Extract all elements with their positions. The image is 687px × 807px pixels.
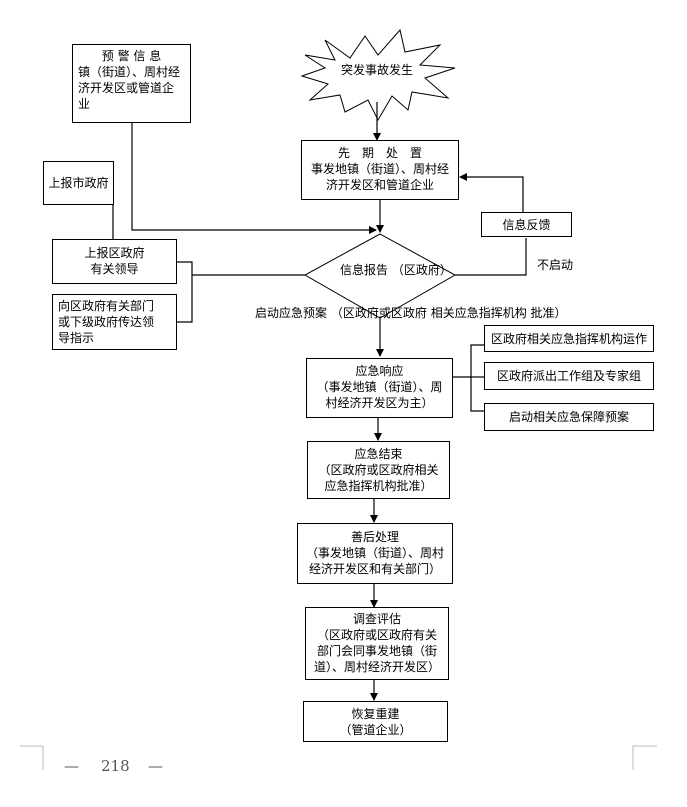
- report-city-label: 上报市政府: [48, 176, 109, 190]
- edge-feedback-to-initial: [459, 173, 524, 212]
- info-report-title: 信息报告: [340, 263, 389, 277]
- report-district-box: 上报区政府 有关领导: [52, 239, 177, 284]
- accident-starburst: [300, 28, 456, 122]
- initial-response-box: 先 期 处 置 事发地镇（街道）、周村经 济开发区和管道企业: [301, 140, 459, 200]
- footer-dash-right: —: [148, 757, 163, 775]
- edge-warning-to-report: [131, 122, 377, 234]
- initial-response-line: 济开发区和管道企业: [325, 178, 434, 192]
- recovery-title: 恢复重建: [351, 707, 400, 721]
- aftermath-title: 善后处理: [350, 530, 399, 544]
- recovery-box: 恢复重建 （管道企业）: [303, 701, 448, 742]
- report-district-line: 上报区政府: [84, 246, 145, 260]
- investigation-line: （区政府或区政府有关: [316, 628, 437, 642]
- initial-response-title: 先 期 处 置: [337, 146, 422, 160]
- investigation-title: 调查评估: [352, 612, 401, 626]
- emergency-end-box: 应急结束 （区政府或区政府相关 应急指挥机构批准）: [307, 441, 450, 499]
- relay-line: 导指示: [58, 331, 95, 345]
- emergency-end-line: （区政府或区政府相关: [318, 463, 439, 477]
- emergency-response-line: （事发地镇（街道）、周: [316, 380, 443, 394]
- recovery-line: （管道企业）: [339, 723, 412, 737]
- bracket-actions: [470, 344, 484, 412]
- footer-dash-left: —: [64, 757, 79, 775]
- bracket-district: [176, 261, 193, 323]
- info-feedback-box: 信息反馈: [481, 212, 572, 237]
- edge-not-activated: [455, 238, 527, 276]
- activate-plan-label: 启动应急预案 （区政府或区政府 相关应急指挥机构 批准）: [237, 305, 567, 321]
- side-action-box: 区政府相关应急指挥机构运作: [484, 325, 654, 352]
- activate-plan-line: 批准）: [530, 306, 567, 320]
- warning-info-line: 镇（街道）、周村经: [78, 65, 181, 79]
- investigation-line: 道）、周村经济开发区）: [313, 660, 440, 674]
- activate-plan-line: （区政府或区政府: [330, 306, 427, 320]
- warning-info-line: 业: [78, 97, 91, 111]
- side-action-label: 区政府派出工作组及专家组: [496, 369, 641, 383]
- aftermath-line: 经济开发区和有关部门）: [308, 562, 441, 576]
- info-report-sub: （区政府）: [391, 263, 452, 277]
- activate-plan-line: 相关应急指挥机构: [430, 306, 527, 320]
- side-action-box: 启动相关应急保障预案: [484, 403, 654, 431]
- crop-mark-right: [632, 745, 657, 770]
- not-activated-label: 不启动: [537, 258, 574, 272]
- warning-info-title: 预 警 信 息: [101, 49, 162, 63]
- info-report-label: 信息报告 （区政府）: [340, 262, 452, 278]
- emergency-end-line: 应急指挥机构批准）: [324, 479, 433, 493]
- relay-line: 或下级政府传达领: [58, 315, 155, 329]
- initial-response-line: 事发地镇（街道）、周村经: [310, 162, 449, 176]
- investigation-box: 调查评估 （区政府或区政府有关 部门会同事发地镇（街 道）、周村经济开发区）: [305, 607, 449, 680]
- accident-label: 突发事故发生: [340, 63, 413, 77]
- emergency-response-box: 应急响应 （事发地镇（街道）、周 村经济开发区为主）: [306, 358, 453, 418]
- side-action-label: 启动相关应急保障预案: [508, 410, 629, 424]
- crop-mark-left: [20, 745, 44, 770]
- relay-instructions-box: 向区政府有关部门 或下级政府传达领 导指示: [52, 294, 177, 350]
- emergency-end-title: 应急结束: [354, 447, 403, 461]
- report-city-box: 上报市政府: [43, 161, 114, 205]
- aftermath-line: （事发地镇（街道）、周村: [305, 546, 444, 560]
- report-district-line: 有关领导: [90, 262, 139, 276]
- side-action-label: 区政府相关应急指挥机构运作: [490, 332, 647, 346]
- warning-info-line: 济开发区或管道企: [78, 81, 175, 95]
- investigation-line: 部门会同事发地镇（街: [316, 644, 437, 658]
- emergency-response-title: 应急响应: [355, 364, 404, 378]
- aftermath-box: 善后处理 （事发地镇（街道）、周村 经济开发区和有关部门）: [297, 523, 453, 584]
- emergency-response-line: 村经济开发区为主）: [325, 396, 434, 410]
- warning-info-box: 预 警 信 息 镇（街道）、周村经 济开发区或管道企 业: [72, 44, 191, 123]
- page-number: 218: [101, 757, 130, 775]
- activate-plan-line: 启动应急预案: [255, 306, 328, 320]
- relay-line: 向区政府有关部门: [58, 299, 155, 313]
- info-feedback-label: 信息反馈: [502, 218, 551, 232]
- side-action-box: 区政府派出工作组及专家组: [484, 362, 654, 390]
